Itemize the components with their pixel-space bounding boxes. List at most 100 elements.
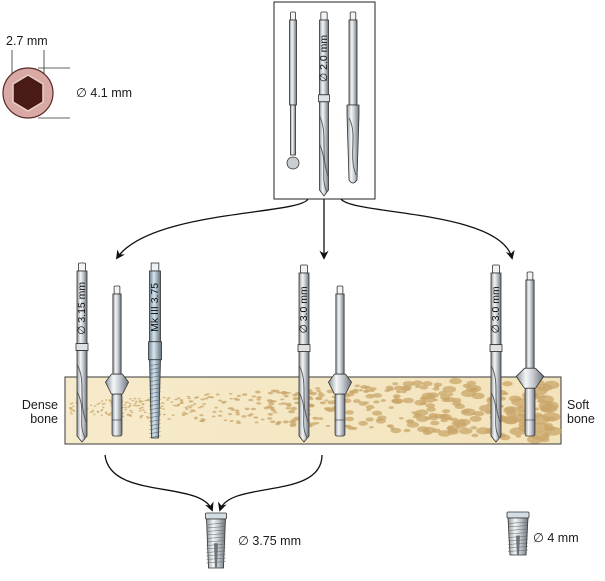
bone-pore xyxy=(542,433,550,438)
countersink-dense xyxy=(104,285,130,437)
bone-pore xyxy=(358,420,368,426)
bone-pore xyxy=(469,415,482,422)
countersink-pilot xyxy=(334,393,346,437)
bone-pore xyxy=(290,406,297,411)
drill-flute-line xyxy=(319,115,329,178)
bone-pore xyxy=(280,390,288,395)
bone-pore xyxy=(138,407,142,410)
bone-pore xyxy=(372,393,383,398)
round-bur xyxy=(286,11,300,170)
bone-pore xyxy=(251,395,256,398)
bone-pore xyxy=(236,420,240,423)
bone-pore xyxy=(185,408,189,411)
bone-pore xyxy=(347,426,355,430)
drill-flute-line xyxy=(319,143,328,193)
bone-pore xyxy=(415,385,421,388)
bone-pore xyxy=(395,390,402,394)
countersink-medium xyxy=(327,285,353,437)
bone-pore xyxy=(187,397,191,400)
bone-pore xyxy=(223,419,228,422)
implant-4mm xyxy=(506,511,530,556)
bone-pore xyxy=(108,414,112,416)
bone-pore xyxy=(315,397,321,400)
bone-pore xyxy=(509,395,522,402)
bone-pore xyxy=(308,397,314,401)
bone-pore xyxy=(162,396,166,399)
bone-pore xyxy=(140,406,144,409)
bone-pore xyxy=(515,434,522,438)
tap-thread xyxy=(149,391,161,395)
bone-pore xyxy=(72,405,75,408)
bone-pore xyxy=(222,400,227,403)
bone-pore xyxy=(366,408,371,412)
bone-pore xyxy=(199,414,204,417)
bone-pore xyxy=(387,387,395,391)
bone-pore xyxy=(128,405,132,407)
bone-pore xyxy=(432,398,438,402)
tap-thread xyxy=(149,379,161,383)
arrow-to-dense xyxy=(115,198,309,260)
tap-thread xyxy=(149,395,161,399)
bone-pore xyxy=(123,404,127,406)
bone-pore xyxy=(89,404,93,406)
tap-thread xyxy=(149,407,161,411)
bone-pore xyxy=(267,391,274,395)
drill-latch xyxy=(78,262,86,272)
bone-pore xyxy=(124,402,128,404)
bone-pore xyxy=(188,406,193,409)
bone-pore xyxy=(254,390,261,394)
bone-pore xyxy=(101,403,105,405)
bone-pore xyxy=(392,394,401,399)
drill-flute-line xyxy=(76,391,86,439)
bone-pore xyxy=(368,388,375,393)
bone-pore xyxy=(174,398,178,401)
bone-pore xyxy=(124,406,128,409)
bone-pore xyxy=(128,414,132,416)
implant-thread xyxy=(507,525,529,528)
bone-pore xyxy=(129,409,133,412)
arrow-medium-to-implant xyxy=(218,454,323,512)
bone-pore xyxy=(71,402,74,404)
bone-pore xyxy=(308,404,315,408)
drill-label: ∅ 2.0 mm xyxy=(318,35,330,82)
bone-pore xyxy=(93,413,96,416)
tap-thread xyxy=(149,387,161,391)
bone-pore xyxy=(235,409,240,412)
bone-pore xyxy=(365,404,375,410)
bone-pore xyxy=(184,406,188,409)
bone-pore xyxy=(72,409,75,412)
bone-pore xyxy=(390,427,396,430)
dense-bone-label: Dense bone xyxy=(14,398,58,426)
bone-pore xyxy=(256,396,262,399)
bone-pore xyxy=(145,415,149,418)
bone-pore xyxy=(283,394,289,398)
bone-pore xyxy=(432,387,440,391)
bone-pore xyxy=(202,403,206,405)
bone-pore xyxy=(140,414,144,417)
bone-pore xyxy=(466,384,482,393)
bone-pore xyxy=(537,399,546,404)
bone-pore xyxy=(419,385,429,390)
drill-collar xyxy=(297,344,311,353)
bone-pore xyxy=(227,412,233,416)
bone-pore xyxy=(208,395,213,399)
bone-pore xyxy=(479,404,494,412)
bone-pore xyxy=(376,418,383,421)
bur-neck xyxy=(290,104,296,156)
bone-pore xyxy=(314,421,320,425)
drill-collar xyxy=(489,344,503,353)
tap-thread xyxy=(149,371,161,375)
bone-pore xyxy=(211,415,216,418)
bone-pore xyxy=(138,401,142,404)
bone-pore xyxy=(365,393,375,399)
countersink-head xyxy=(104,373,130,395)
bone-pore xyxy=(317,417,324,421)
bone-pore xyxy=(146,417,150,419)
bone-pore xyxy=(189,411,193,413)
bone-pore xyxy=(422,381,433,387)
bone-pore xyxy=(176,397,181,400)
implant-thread xyxy=(206,533,226,536)
bone-pore xyxy=(503,406,520,415)
arrow-to-soft xyxy=(340,198,515,260)
